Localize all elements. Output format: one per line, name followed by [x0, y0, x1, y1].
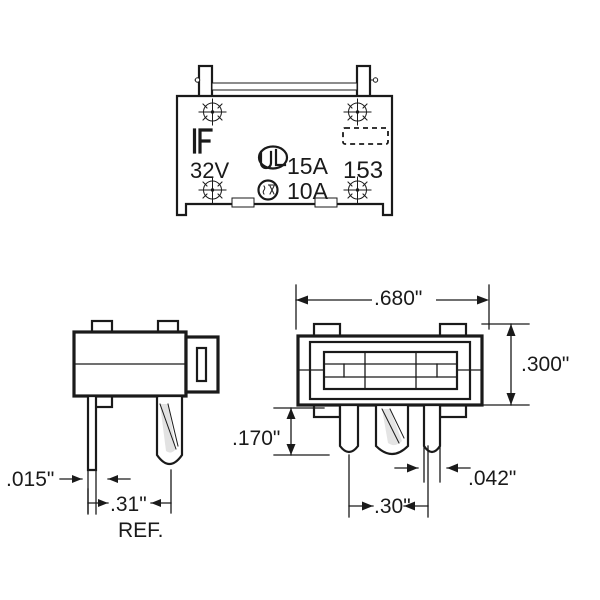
side-view-right-boss	[184, 335, 220, 394]
front-view-pin-left	[338, 403, 360, 454]
dimension-overall-height-label: .300"	[521, 353, 569, 376]
dimension-body-depth: .31" REF.	[87, 469, 172, 542]
front-view-element-dividers	[364, 351, 417, 390]
dimension-pin-pitch-label: .30"	[374, 495, 411, 518]
top-view-crosshair-top-left	[198, 98, 227, 126]
ul-mark-icon	[257, 145, 289, 170]
front-view: .680" .300" .170"	[232, 284, 586, 518]
front-view-element-window	[322, 350, 459, 391]
top-view-crosshair-top-right	[343, 98, 372, 126]
side-view-top-tab-left	[90, 319, 114, 334]
csa-current-label: 10A	[287, 178, 329, 204]
top-view: 32V 15A 10A 153	[175, 64, 394, 217]
side-view-ref-note: REF.	[118, 519, 164, 542]
dimension-blade-thickness-label: .015"	[6, 468, 54, 491]
front-view-element-links	[343, 363, 438, 378]
top-view-right-terminal-post	[355, 64, 379, 100]
top-view-left-terminal-post	[194, 64, 214, 100]
voltage-rating-label: 32V	[190, 158, 229, 183]
top-view-notch-left	[231, 197, 255, 208]
dimension-pin-width: .042"	[394, 445, 516, 490]
dimension-body-depth-label: .31"	[110, 493, 147, 516]
top-view-crosshair-bottom-left	[198, 176, 227, 204]
side-view-thin-blade-pin	[86, 394, 98, 472]
front-view-element-rails	[323, 363, 458, 378]
top-view-connecting-bar	[211, 82, 358, 91]
front-view-bottom-tab-left	[312, 403, 342, 419]
dimension-pin-pitch: .30"	[348, 445, 429, 518]
top-view-notch-right	[314, 197, 338, 208]
front-view-pin-center	[374, 403, 410, 456]
top-view-dashed-marking-box	[342, 127, 389, 145]
top-view-crosshair-bottom-right	[343, 176, 372, 204]
dimension-pin-length: .170"	[232, 407, 330, 456]
side-view: .015" .31" REF.	[6, 319, 220, 542]
front-view-top-tab-right	[438, 322, 468, 338]
ul-current-label: 15A	[287, 153, 329, 179]
front-view-top-tab-left	[312, 322, 342, 338]
dimension-pin-length-label: .170"	[232, 427, 280, 450]
catalog-code-label: 153	[343, 157, 383, 184]
front-view-pin-right	[422, 403, 442, 454]
dimension-overall-width: .680"	[295, 284, 490, 330]
dimension-pin-width-label: .042"	[468, 467, 516, 490]
side-view-top-tab-right	[156, 319, 180, 334]
front-view-bottom-tab-right	[438, 403, 468, 419]
brand-logo-lf-icon	[192, 128, 213, 154]
dimension-overall-height: .300"	[481, 323, 586, 406]
csa-mark-icon	[257, 179, 279, 201]
dimension-overall-width-label: .680"	[374, 287, 422, 310]
side-view-wide-blade-pin	[155, 394, 184, 466]
side-view-slot	[195, 346, 208, 383]
